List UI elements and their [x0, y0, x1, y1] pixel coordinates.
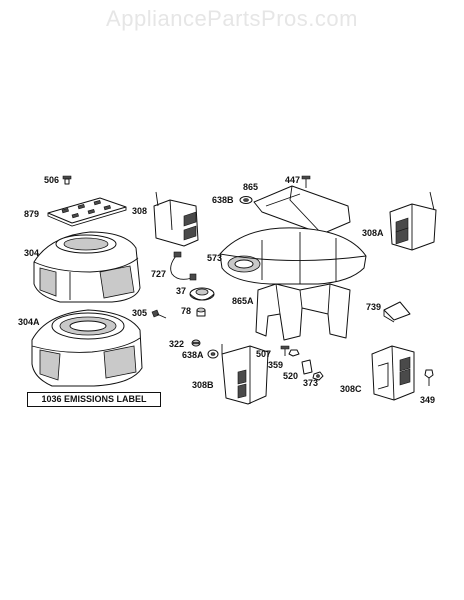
emissions-label-box: 1036 EMISSIONS LABEL: [27, 392, 161, 407]
part-322-screw: [191, 339, 201, 347]
label-37: 37: [176, 286, 186, 296]
watermark-text: AppliancePartsPros.com: [106, 6, 358, 31]
part-865A-air-guide: [255, 283, 351, 341]
label-506: 506: [44, 175, 59, 185]
label-308C: 308C: [340, 384, 362, 394]
part-507-screw: [280, 345, 290, 356]
part-304-blower-housing: [33, 231, 141, 303]
label-865: 865: [243, 182, 258, 192]
part-78-nut: [196, 307, 206, 317]
label-447: 447: [285, 175, 300, 185]
part-865-baffle: [253, 185, 351, 235]
part-359-nut: [288, 349, 300, 357]
part-739-bracket: [383, 301, 411, 323]
part-520-clip: [301, 359, 313, 375]
part-447-screw: [301, 175, 311, 188]
part-308-shield: [153, 191, 199, 247]
label-304A: 304A: [18, 317, 40, 327]
label-359: 359: [268, 360, 283, 370]
label-879: 879: [24, 209, 39, 219]
part-305-screw: [151, 309, 167, 319]
part-304A-blower-housing: [31, 309, 143, 387]
label-638B: 638B: [212, 195, 234, 205]
label-573: 573: [207, 253, 222, 263]
label-304: 304: [24, 248, 39, 258]
label-865A: 865A: [232, 296, 254, 306]
part-727-wire: [170, 251, 197, 281]
label-322: 322: [169, 339, 184, 349]
part-879-plate: [47, 197, 127, 227]
part-573-backplate: [219, 227, 367, 285]
part-506-screw: [62, 175, 72, 185]
label-638A: 638A: [182, 350, 204, 360]
part-37-pulley: [189, 287, 215, 301]
label-727: 727: [151, 269, 166, 279]
label-308A: 308A: [362, 228, 384, 238]
part-308A-shield: [389, 191, 437, 251]
label-305: 305: [132, 308, 147, 318]
label-308B: 308B: [192, 380, 214, 390]
label-349: 349: [420, 395, 435, 405]
label-78: 78: [181, 306, 191, 316]
label-373: 373: [303, 378, 318, 388]
part-349-screw: [424, 369, 434, 386]
label-520: 520: [283, 371, 298, 381]
part-373-nut: [312, 371, 324, 381]
part-638A-grommet: [207, 349, 219, 359]
part-308B-shield: [221, 344, 269, 405]
part-638B-grommet: [239, 196, 253, 204]
part-308C-shield: [371, 345, 415, 401]
label-308: 308: [132, 206, 147, 216]
label-739: 739: [366, 302, 381, 312]
label-507: 507: [256, 349, 271, 359]
